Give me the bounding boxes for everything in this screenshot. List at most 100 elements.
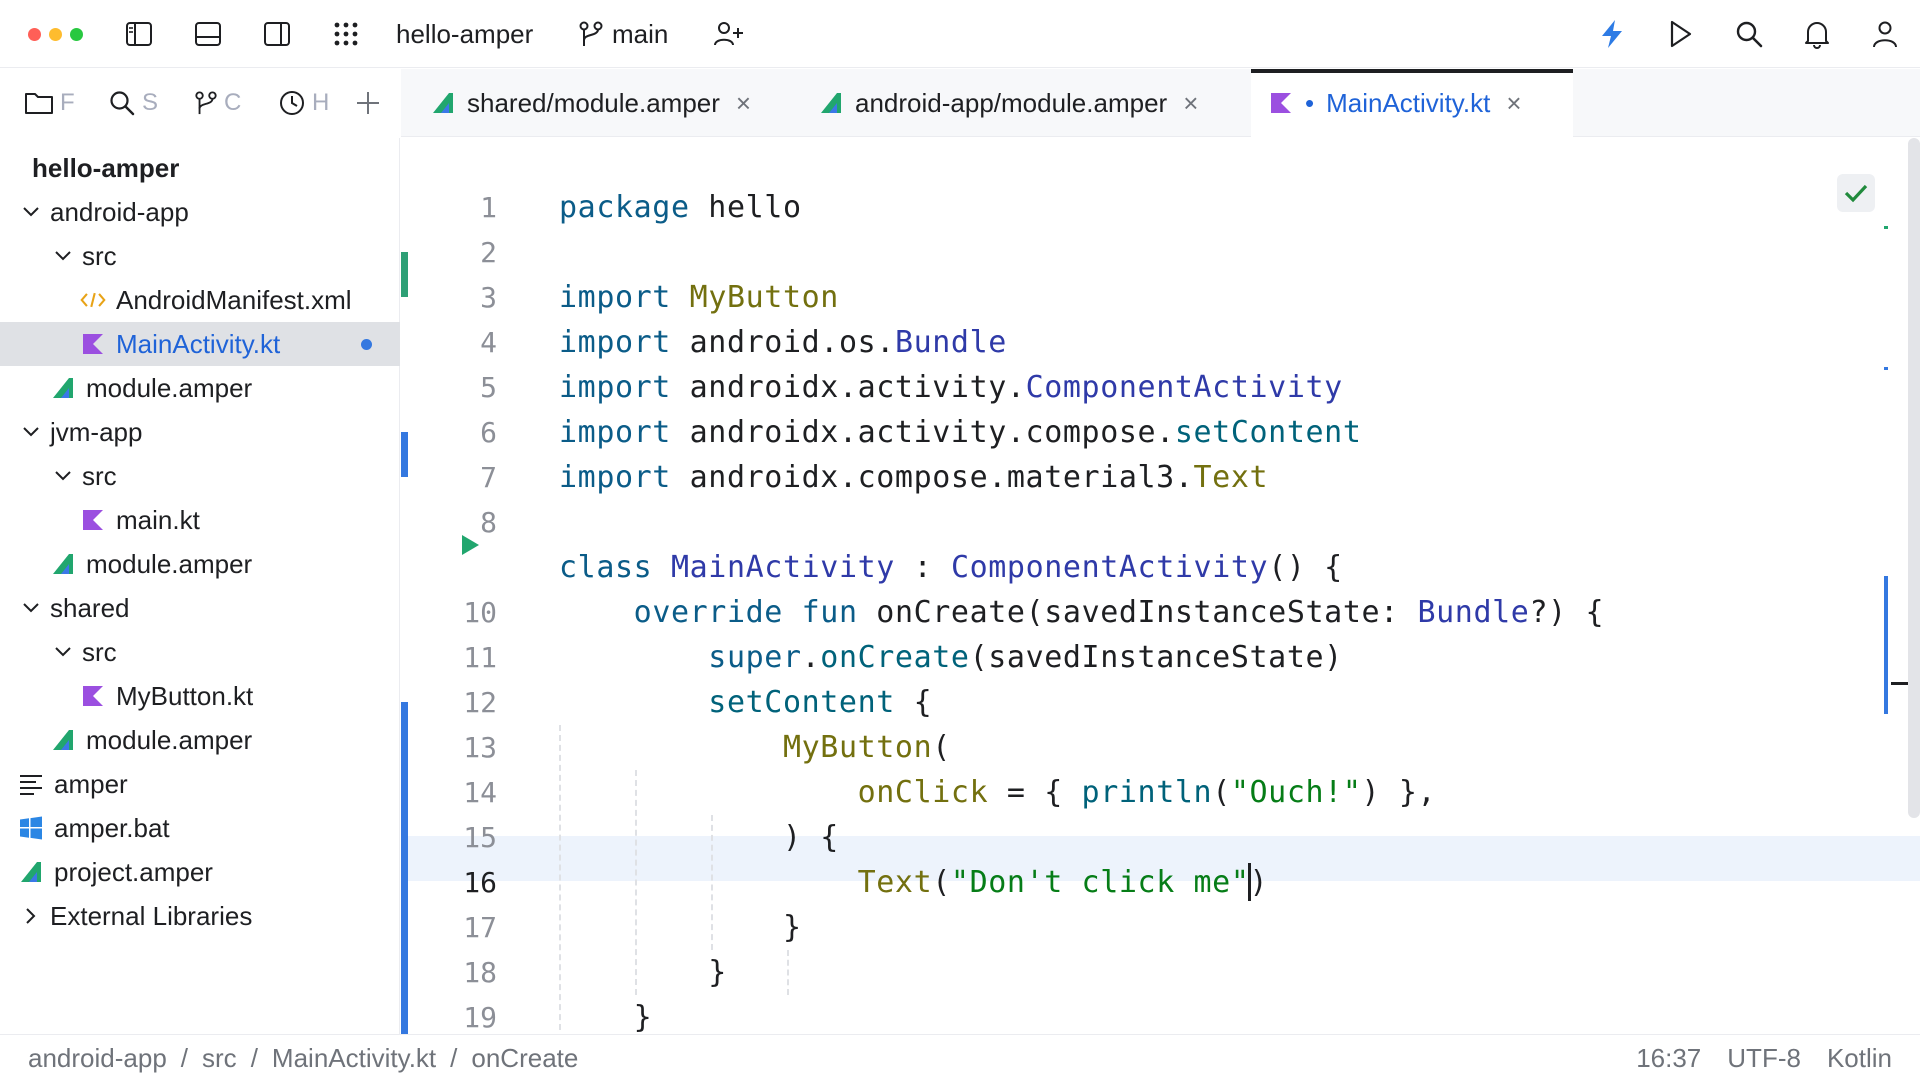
line-number: 10: [463, 596, 497, 629]
tree-item-amper-bat[interactable]: amper.bat: [0, 806, 400, 850]
tree-item-module-amper[interactable]: module.amper: [0, 718, 400, 762]
tree-item-jvm-app[interactable]: jvm-app: [0, 410, 400, 454]
close-icon[interactable]: ×: [735, 87, 752, 118]
chevron-down-icon[interactable]: [50, 234, 76, 278]
tree-item-module-amper[interactable]: module.amper: [0, 542, 400, 586]
chevron-right-icon[interactable]: [18, 894, 44, 938]
line-number: 14: [463, 776, 497, 809]
search-icon: [108, 89, 136, 117]
close-icon[interactable]: ×: [1183, 87, 1199, 118]
tree-item-android-app[interactable]: android-app: [0, 190, 400, 234]
file-language[interactable]: Kotlin: [1826, 1042, 1892, 1073]
code-line: package hello: [559, 190, 802, 225]
chevron-down-icon[interactable]: [18, 410, 44, 454]
tool-tab-label: S: [142, 89, 159, 116]
tree-item-label: project.amper: [54, 856, 213, 887]
panel-bottom-icon[interactable]: [193, 14, 223, 54]
line-number: 2: [480, 236, 497, 269]
grid-menu-icon[interactable]: [331, 14, 361, 54]
vertical-scrollbar[interactable]: [1908, 138, 1920, 818]
tool-tab-search[interactable]: S: [108, 69, 158, 137]
breadcrumb-item[interactable]: src: [202, 1042, 237, 1073]
text-cursor: [1248, 863, 1251, 901]
tree-item-src[interactable]: src: [0, 234, 400, 278]
search-icon[interactable]: [1734, 14, 1764, 54]
amper-file-icon: [819, 91, 843, 115]
branch-name: main: [612, 18, 669, 49]
tree-item-label: AndroidManifest.xml: [116, 284, 352, 315]
code-line: import android.os.Bundle: [559, 325, 1007, 360]
close-window-button[interactable]: [28, 28, 41, 41]
tree-item-androidmanifest[interactable]: AndroidManifest.xml: [0, 278, 400, 322]
tree-item-label: src: [82, 240, 117, 271]
project-name: hello-amper: [396, 18, 534, 49]
close-icon[interactable]: ×: [1506, 87, 1522, 118]
code-line: onClick = { println("Ouch!") },: [857, 775, 1437, 810]
caret-position[interactable]: 16:37: [1636, 1042, 1702, 1073]
sidebar-left-icon[interactable]: [124, 14, 154, 54]
tree-item-src[interactable]: src: [0, 630, 400, 674]
code-line: import androidx.activity.compose.setCont…: [559, 415, 1362, 450]
zoom-window-button[interactable]: [70, 28, 83, 41]
code-editor[interactable]: 1 2 3 4 5 6 7 8 10 11 12 13 14 15 16 17 …: [401, 138, 1920, 1034]
indent-guide: [711, 815, 713, 950]
tree-item-external-libraries[interactable]: External Libraries: [0, 894, 400, 938]
sidebar-right-icon[interactable]: [262, 14, 292, 54]
kotlin-file-icon: [80, 507, 106, 533]
vcs-modified-marker: [401, 432, 408, 477]
add-tool-tab-button[interactable]: [354, 69, 382, 137]
file-encoding[interactable]: UTF-8: [1727, 1042, 1801, 1073]
bell-icon[interactable]: [1803, 14, 1831, 54]
tab-android-app-module-amper[interactable]: android-app/module.amper ×: [801, 69, 1221, 137]
breadcrumb-separator: /: [250, 1042, 258, 1073]
tree-item-src[interactable]: src: [0, 454, 400, 498]
indent-guide: [635, 770, 637, 995]
tab-shared-module-amper[interactable]: shared/module.amper ×: [413, 69, 791, 137]
tree-item-main-kt[interactable]: main.kt: [0, 498, 400, 542]
minimize-window-button[interactable]: [49, 28, 62, 41]
chevron-down-icon[interactable]: [50, 630, 76, 674]
code-line: }: [559, 1000, 653, 1034]
breadcrumb-item[interactable]: MainActivity.kt: [271, 1042, 437, 1073]
chevron-down-icon[interactable]: [18, 190, 44, 234]
user-icon[interactable]: [1871, 14, 1899, 54]
tab-mainactivity-kt[interactable]: • MainActivity.kt ×: [1251, 69, 1573, 137]
run-gutter-icon[interactable]: [459, 533, 481, 557]
inspection-ok-widget[interactable]: [1837, 174, 1875, 212]
tree-item-shared[interactable]: shared: [0, 586, 400, 630]
plus-icon: [354, 89, 382, 117]
code-line: setContent {: [708, 685, 933, 720]
tree-item-label: module.amper: [86, 372, 253, 403]
scroll-marker: [1884, 367, 1888, 370]
current-line-highlight: [401, 836, 1920, 881]
chevron-down-icon[interactable]: [18, 586, 44, 630]
tree-item-amper[interactable]: amper: [0, 762, 400, 806]
tree-item-label: amper: [54, 768, 128, 799]
breadcrumb-item[interactable]: onCreate: [471, 1042, 579, 1073]
tool-tab-history[interactable]: H: [278, 69, 329, 137]
tool-tab-commit[interactable]: C: [194, 69, 241, 137]
tool-tab-files[interactable]: F: [24, 69, 75, 137]
project-selector[interactable]: hello-amper: [396, 14, 533, 54]
tree-item-mainactivity[interactable]: MainActivity.kt: [0, 322, 400, 366]
line-number: 18: [463, 956, 497, 989]
tree-item-project-amper[interactable]: project.amper: [0, 850, 400, 894]
tree-item-label: android-app: [50, 196, 189, 227]
line-number: 5: [480, 371, 497, 404]
indent-guide: [787, 950, 789, 995]
git-branch-icon: [578, 20, 604, 48]
tree-item-module-amper[interactable]: module.amper: [0, 366, 400, 410]
breadcrumb-item[interactable]: android-app: [28, 1042, 167, 1073]
tree-item-label: src: [82, 636, 117, 667]
tree-root[interactable]: hello-amper: [0, 146, 400, 190]
code-line: MyButton(: [782, 730, 951, 765]
modified-indicator: •: [1305, 87, 1315, 118]
tree-item-mybutton-kt[interactable]: MyButton.kt: [0, 674, 400, 718]
tool-tab-label: F: [60, 89, 75, 116]
bolt-icon[interactable]: [1598, 14, 1626, 54]
code-line: import androidx.compose.material3.Text: [559, 460, 1269, 495]
add-user-icon[interactable]: [712, 14, 744, 54]
chevron-down-icon[interactable]: [50, 454, 76, 498]
run-icon[interactable]: [1666, 14, 1694, 54]
branch-selector[interactable]: main: [578, 14, 668, 54]
